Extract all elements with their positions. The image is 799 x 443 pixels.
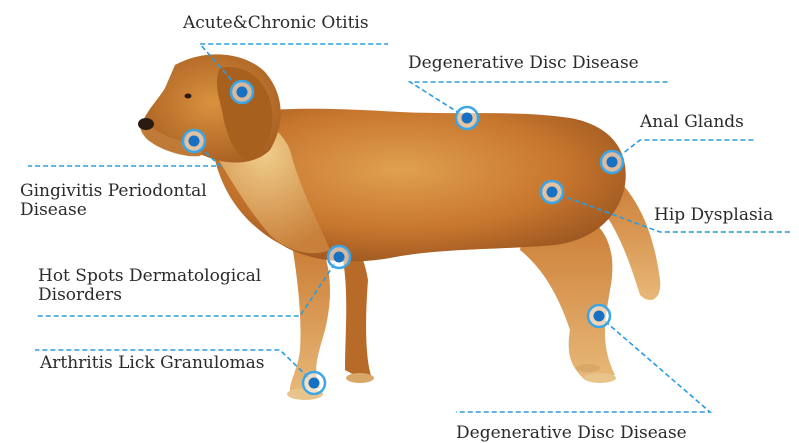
leader-line-anal-glands (612, 140, 756, 162)
callout-label-degenerative-disc-disease-leg: Degenerative Disc Disease (456, 424, 687, 443)
callout-label-line: Degenerative Disc Disease (408, 54, 639, 73)
callout-label-line: Gingivitis Periodontal (20, 182, 207, 201)
callout-label-line: Hot Spots Dermatological (38, 267, 261, 286)
callout-label-line: Anal Glands (640, 113, 744, 132)
dog-paw-hind-far (576, 364, 600, 372)
dog-paw-front-far (346, 373, 374, 383)
leader-line-degenerative-disc-disease-back (410, 82, 670, 118)
callout-label-line: Disorders (38, 286, 261, 305)
callout-label-arthritis-lick-granulomas: Arthritis Lick Granulomas (40, 354, 265, 373)
dog-paw-hind (584, 373, 616, 383)
callout-label-gingivitis-periodontal-disease: Gingivitis PeriodontalDisease (20, 182, 207, 220)
dog-nose (138, 118, 154, 130)
callout-label-line: Degenerative Disc Disease (456, 424, 687, 443)
callout-label-acute-chronic-otitis: Acute&Chronic Otitis (183, 14, 369, 33)
marker-dot-hip-dysplasia[interactable] (547, 187, 558, 198)
callout-label-line: Disease (20, 201, 207, 220)
marker-dot-degenerative-disc-disease-leg[interactable] (594, 311, 605, 322)
callout-label-line: Arthritis Lick Granulomas (40, 354, 265, 373)
marker-dot-hot-spots-dermatological-disorders[interactable] (334, 252, 345, 263)
callout-label-hip-dysplasia: Hip Dysplasia (654, 206, 773, 225)
callout-label-line: Hip Dysplasia (654, 206, 773, 225)
callout-label-degenerative-disc-disease-back: Degenerative Disc Disease (408, 54, 639, 73)
marker-dot-gingivitis-periodontal-disease[interactable] (189, 136, 200, 147)
marker-dot-degenerative-disc-disease-back[interactable] (462, 113, 473, 124)
callout-label-anal-glands: Anal Glands (640, 113, 744, 132)
callout-label-hot-spots-dermatological-disorders: Hot Spots DermatologicalDisorders (38, 267, 261, 305)
marker-dot-acute-chronic-otitis[interactable] (237, 87, 248, 98)
marker-dot-anal-glands[interactable] (607, 157, 618, 168)
dog-eye (185, 94, 192, 99)
callout-label-line: Acute&Chronic Otitis (183, 14, 369, 33)
marker-dot-arthritis-lick-granulomas[interactable] (309, 378, 320, 389)
